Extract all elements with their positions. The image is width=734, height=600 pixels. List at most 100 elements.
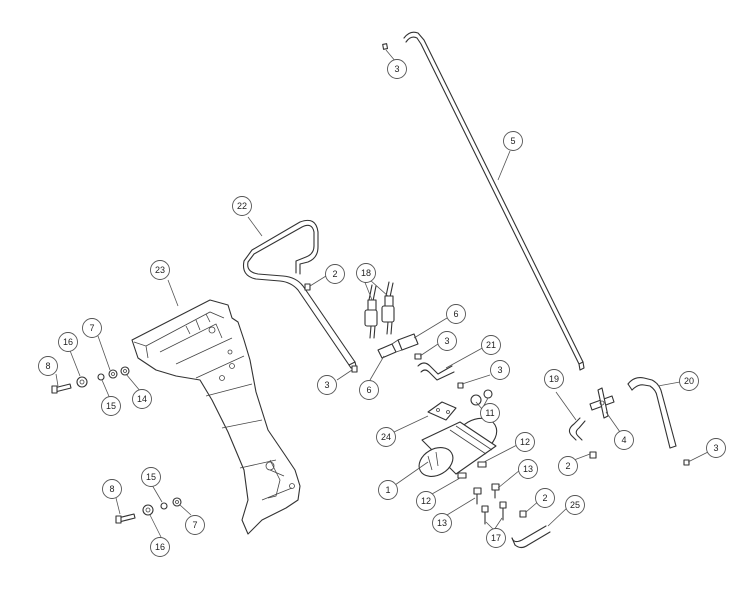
callout-number: 1 <box>385 485 390 495</box>
callout-circle <box>480 403 500 423</box>
part-canister <box>418 417 498 477</box>
callout-number: 2 <box>332 269 337 279</box>
callout-3e: 3 <box>706 438 726 458</box>
callout-circle <box>102 479 122 499</box>
leader-lines <box>55 49 709 538</box>
callout-12b: 12 <box>416 491 436 511</box>
callout-2a: 2 <box>325 264 345 284</box>
callout-number: 14 <box>137 394 147 404</box>
part-tee-4 <box>589 387 615 419</box>
callout-circle <box>432 513 452 533</box>
callout-17: 17 <box>486 528 506 548</box>
callout-number: 7 <box>89 323 94 333</box>
callout-12a: 12 <box>515 432 535 452</box>
callout-7b: 7 <box>185 515 205 535</box>
callout-number: 3 <box>324 380 329 390</box>
callout-11: 11 <box>480 403 500 423</box>
callout-14: 14 <box>132 389 152 409</box>
callout-circle <box>150 260 170 280</box>
callout-20: 20 <box>679 371 699 391</box>
callout-circle <box>82 318 102 338</box>
callout-number: 3 <box>444 336 449 346</box>
part-cap-3c <box>414 353 422 360</box>
callout-6b: 6 <box>359 380 379 400</box>
callout-circle <box>38 356 58 376</box>
part-screw-8a <box>51 383 72 394</box>
callout-circle <box>679 371 699 391</box>
part-short-hose <box>417 362 455 381</box>
callout-circle <box>614 430 634 450</box>
callout-24: 24 <box>376 427 396 447</box>
callout-circle <box>544 369 564 389</box>
callout-circle <box>558 456 578 476</box>
callout-number: 23 <box>155 265 165 275</box>
callout-16a: 16 <box>58 332 78 352</box>
callout-3b: 3 <box>317 375 337 395</box>
part-nut-14 <box>120 366 130 376</box>
callout-19: 19 <box>544 369 564 389</box>
callout-circle <box>437 331 457 351</box>
callout-circle <box>150 537 170 557</box>
part-12b <box>477 461 487 468</box>
callout-circle <box>325 264 345 284</box>
callout-number: 17 <box>491 533 501 543</box>
callout-number: 12 <box>421 496 431 506</box>
part-washer-16a <box>76 376 88 388</box>
callout-number: 24 <box>381 432 391 442</box>
callout-number: 12 <box>520 437 530 447</box>
part-washer-15a <box>97 373 105 381</box>
callout-3c: 3 <box>437 331 457 351</box>
callout-circle <box>518 459 538 479</box>
callout-22: 22 <box>232 196 252 216</box>
callout-4: 4 <box>614 430 634 450</box>
part-fitting-11 <box>470 389 493 406</box>
callout-circle <box>356 263 376 283</box>
part-nut-7b <box>172 497 182 507</box>
callout-number: 18 <box>361 268 371 278</box>
part-12a <box>457 472 467 479</box>
part-screw-8b <box>115 513 136 524</box>
callout-number: 2 <box>542 493 547 503</box>
part-valve-upper <box>364 281 395 339</box>
part-hose-25 <box>511 525 551 549</box>
callout-circle <box>376 427 396 447</box>
callout-23: 23 <box>150 260 170 280</box>
part-hose-20 <box>627 377 677 449</box>
callout-circle <box>141 467 161 487</box>
callout-number: 16 <box>63 337 73 347</box>
callout-21: 21 <box>481 335 501 355</box>
callout-25: 25 <box>565 495 585 515</box>
callout-circle <box>481 335 501 355</box>
callout-circle <box>486 528 506 548</box>
callout-circle <box>317 375 337 395</box>
callout-number: 13 <box>523 464 533 474</box>
callout-circle <box>446 304 466 324</box>
callout-13a: 13 <box>518 459 538 479</box>
part-cap-3b <box>351 365 358 373</box>
part-plate <box>427 401 457 421</box>
part-bolt-13a <box>473 487 482 505</box>
callout-number: 8 <box>45 361 50 371</box>
part-bent-tube <box>242 219 357 369</box>
callout-number: 3 <box>713 443 718 453</box>
callout-number: 4 <box>621 435 626 445</box>
part-rod <box>382 31 585 371</box>
callout-circle <box>535 488 555 508</box>
callout-circle <box>515 432 535 452</box>
callout-number: 11 <box>485 408 494 418</box>
callout-number: 22 <box>237 201 247 211</box>
callout-circle <box>185 515 205 535</box>
callout-circle <box>490 360 510 380</box>
part-bolt-17a <box>481 505 489 525</box>
callout-18: 18 <box>356 263 376 283</box>
callout-3a: 3 <box>387 59 407 79</box>
part-bracket <box>131 299 301 535</box>
callout-8b: 8 <box>102 479 122 499</box>
callout-circle <box>232 196 252 216</box>
callout-8a: 8 <box>38 356 58 376</box>
part-washer-15b <box>160 502 168 510</box>
callout-circle <box>132 389 152 409</box>
callout-number: 3 <box>394 64 399 74</box>
